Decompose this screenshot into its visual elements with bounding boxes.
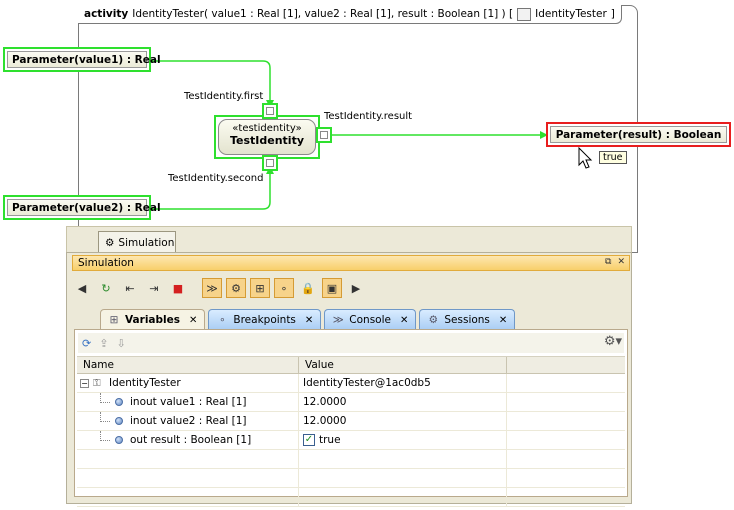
- table-row[interactable]: inout value2 : Real [1] 12.0000: [77, 412, 625, 431]
- close-tab-breakpoints-icon[interactable]: ✕: [304, 314, 314, 326]
- row-name: out result : Boolean [1]: [130, 434, 252, 446]
- pin-first[interactable]: [262, 103, 278, 119]
- structure-toggle-icon[interactable]: ⊞: [250, 278, 270, 298]
- simulation-toolbar: ◀ ↻ ⇤ ⇥ ■ ≫ ⚙ ⊞ ∘ 🔒 ▣ ▶: [72, 276, 366, 300]
- property-icon: [115, 436, 123, 444]
- row-name: IdentityTester: [109, 377, 181, 389]
- property-icon: [115, 417, 123, 425]
- action-stereotype: «testidentity»: [232, 123, 302, 134]
- action-name: TestIdentity: [229, 134, 305, 147]
- tab-sessions[interactable]: ⚙ Sessions ✕: [419, 309, 516, 330]
- pin-first-label: TestIdentity.first: [184, 91, 264, 102]
- tab-sessions-label: Sessions: [444, 314, 490, 326]
- parameter-result-label: Parameter(result) : Boolean: [550, 126, 727, 143]
- object-icon: ⚿: [93, 377, 101, 389]
- diagram-header-close: ]: [610, 8, 615, 20]
- row-name: inout value2 : Real [1]: [130, 415, 247, 427]
- test-identity-action[interactable]: «testidentity» TestIdentity: [214, 115, 320, 159]
- pin-result[interactable]: [316, 127, 332, 143]
- parameter-value2-label: Parameter(value2) : Real: [7, 199, 161, 216]
- variables-table: Name Value − ⚿ IdentityTester IdentityTe…: [77, 356, 625, 507]
- value-tooltip: true: [599, 151, 627, 164]
- restore-icon[interactable]: ⧉: [605, 257, 612, 267]
- classifier-icon: [517, 7, 532, 21]
- close-tab-variables-icon[interactable]: ✕: [189, 314, 198, 326]
- tab-breakpoints-label: Breakpoints: [233, 314, 296, 326]
- variables-toolbar: ⟳ ⇪ ⇩ ⚙▾: [78, 333, 624, 353]
- row-value[interactable]: 12.0000: [303, 396, 347, 408]
- breakpoints-icon: ∘: [219, 314, 226, 326]
- console-toggle-icon[interactable]: ≫: [202, 278, 222, 298]
- import-values-icon[interactable]: ⇩: [116, 336, 126, 350]
- column-header-value[interactable]: Value: [299, 357, 507, 373]
- table-header: Name Value: [77, 356, 625, 374]
- close-panel-icon[interactable]: ✕: [617, 257, 625, 267]
- tab-console-label: Console: [349, 314, 391, 326]
- options-gear-icon[interactable]: ⚙▾: [603, 334, 622, 349]
- pin-result-label: TestIdentity.result: [324, 111, 413, 122]
- lock-icon[interactable]: 🔒: [301, 281, 315, 295]
- parameter-result[interactable]: Parameter(result) : Boolean: [546, 122, 731, 147]
- property-icon: [115, 398, 123, 406]
- diagram-signature: IdentityTester( value1 : Real [1], value…: [132, 8, 514, 20]
- pin-second-label: TestIdentity.second: [168, 173, 264, 184]
- parameter-value1[interactable]: Parameter(value1) : Real: [3, 47, 161, 72]
- export-icon[interactable]: ▣: [322, 278, 342, 298]
- close-tab-console-icon[interactable]: ✕: [399, 314, 409, 326]
- simulation-panel-title: Simulation: [78, 257, 134, 269]
- simulation-document-tab[interactable]: ⚙ Simulation: [98, 231, 176, 253]
- row-value[interactable]: 12.0000: [303, 415, 347, 427]
- row-name: inout value1 : Real [1]: [130, 396, 247, 408]
- diagram-header: activity IdentityTester( value1 : Real […: [78, 5, 622, 24]
- simulation-title-bar: Simulation ⧉ ✕: [72, 255, 630, 271]
- tab-console[interactable]: ≫ Console ✕: [324, 309, 417, 330]
- console-icon: ≫: [332, 314, 344, 326]
- scroll-left-icon[interactable]: ◀: [77, 281, 87, 295]
- refresh-icon[interactable]: ⟳: [82, 336, 92, 350]
- resume-icon[interactable]: ↻: [101, 281, 111, 295]
- row-value[interactable]: true: [319, 434, 341, 446]
- tab-breakpoints[interactable]: ∘ Breakpoints ✕: [208, 309, 322, 330]
- activity-diagram-frame: [78, 5, 638, 253]
- terminate-icon[interactable]: ■: [172, 281, 184, 295]
- scroll-right-icon[interactable]: ▶: [351, 281, 361, 295]
- sessions-icon: ⚙: [428, 314, 439, 326]
- export-values-icon[interactable]: ⇪: [99, 336, 109, 350]
- pin-second[interactable]: [262, 155, 278, 171]
- animation-toggle-icon[interactable]: ⚙: [226, 278, 246, 298]
- column-header-name[interactable]: Name: [77, 357, 299, 373]
- result-checkbox[interactable]: ✓: [303, 434, 315, 446]
- table-row[interactable]: inout value1 : Real [1] 12.0000: [77, 393, 625, 412]
- simulation-gear-icon: ⚙: [105, 236, 115, 249]
- tab-variables[interactable]: ⊞ Variables ✕: [100, 309, 206, 330]
- close-tab-sessions-icon[interactable]: ✕: [498, 314, 508, 326]
- simulation-view-tabs: ⊞ Variables ✕ ∘ Breakpoints ✕ ≫ Console …: [100, 309, 516, 330]
- table-row[interactable]: out result : Boolean [1] ✓ true: [77, 431, 625, 450]
- tab-variables-label: Variables: [125, 314, 180, 326]
- simulation-document-tab-label: Simulation: [118, 236, 175, 249]
- step-into-icon[interactable]: ⇤: [125, 281, 135, 295]
- mouse-cursor-icon: [578, 147, 593, 169]
- parameter-value2[interactable]: Parameter(value2) : Real: [3, 195, 161, 220]
- parameter-value1-label: Parameter(value1) : Real: [7, 51, 161, 68]
- step-over-icon[interactable]: ⇥: [149, 281, 159, 295]
- tokens-toggle-icon[interactable]: ∘: [274, 278, 294, 298]
- row-value[interactable]: IdentityTester@1ac0db5: [303, 377, 431, 389]
- table-row[interactable]: − ⚿ IdentityTester IdentityTester@1ac0db…: [77, 374, 625, 393]
- variables-icon: ⊞: [109, 314, 119, 326]
- diagram-classifier: IdentityTester: [535, 8, 607, 20]
- collapse-icon[interactable]: −: [80, 378, 89, 388]
- diagram-keyword: activity: [84, 8, 129, 20]
